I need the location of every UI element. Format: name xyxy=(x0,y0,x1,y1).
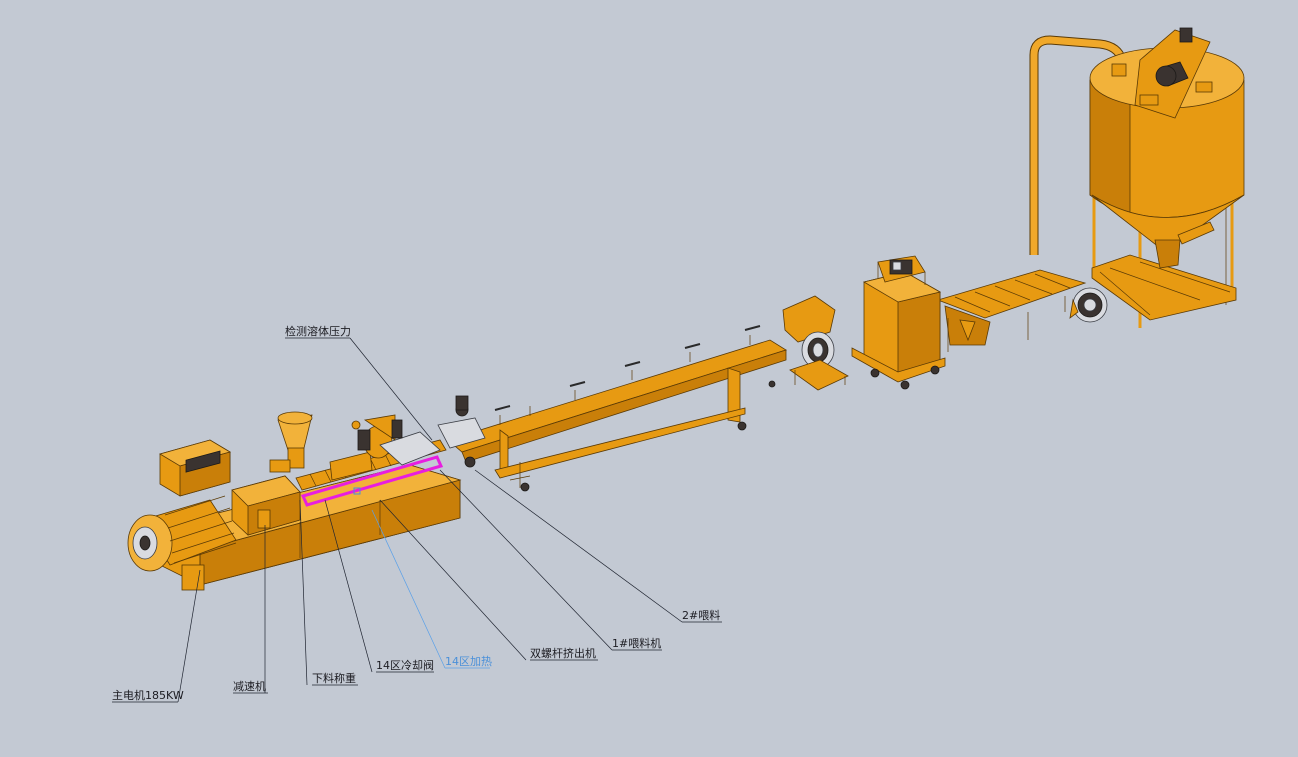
water-box xyxy=(379,395,486,468)
belt-conveyor xyxy=(936,269,1087,352)
pelletizer xyxy=(851,255,946,390)
feed-hopper xyxy=(269,411,313,473)
label-main-motor: 主电机185KW xyxy=(112,688,184,702)
leader-lines xyxy=(112,337,722,703)
label-reducer: 减速机 xyxy=(233,679,266,693)
side-feeder-2 xyxy=(351,414,396,459)
label-twin-screw-extruder: 双螺杆挤出机 xyxy=(530,646,596,660)
cooling-trough xyxy=(447,325,787,492)
label-feed-weighing: 下料称重 xyxy=(312,671,356,685)
label-feeder-1: 1#喂料机 xyxy=(612,636,661,650)
main-motor xyxy=(127,495,237,572)
zone14-marker xyxy=(353,487,361,495)
label-heating: 14区加热 xyxy=(445,655,492,668)
heating-zone-highlight xyxy=(300,455,444,507)
label-feeder-2: 2#喂料 xyxy=(682,608,720,622)
air-dryer xyxy=(782,295,849,391)
reducer xyxy=(231,475,301,536)
label-cooling-valve: 14区冷却阀 xyxy=(376,658,434,672)
silo-tank xyxy=(1029,27,1245,328)
blower-fan xyxy=(1069,287,1108,323)
label-melt-pressure: 检测溶体压力 xyxy=(285,324,351,338)
control-box xyxy=(158,439,232,497)
